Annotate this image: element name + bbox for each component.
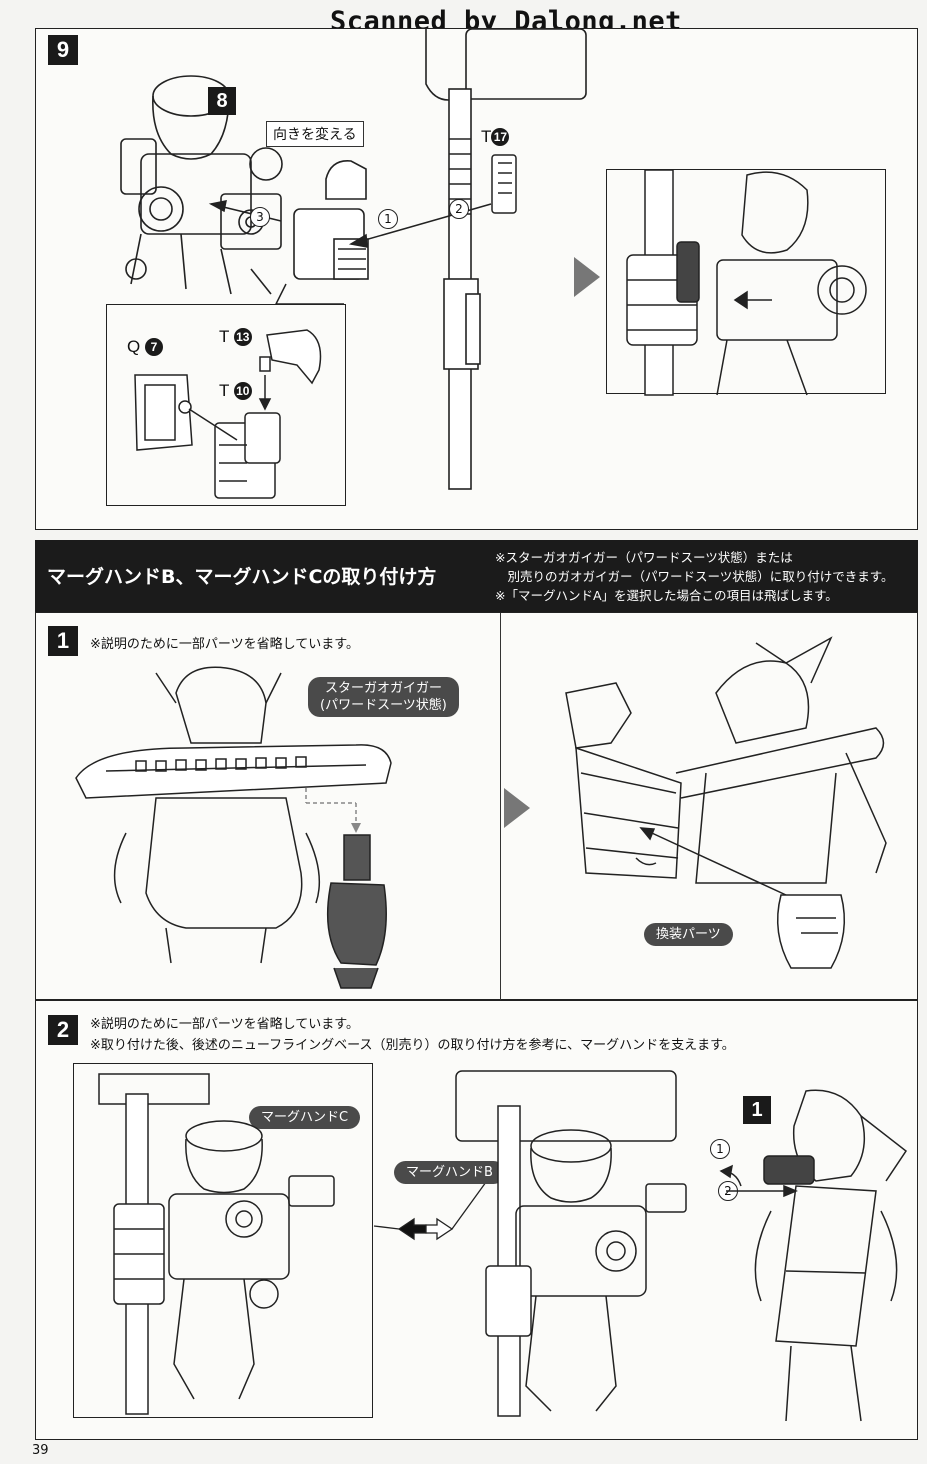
step2-label-b: マーグハンドB	[394, 1161, 505, 1184]
page-number: 39	[32, 1443, 49, 1458]
step1-right-illustration	[565, 636, 887, 969]
part-t10-label: T 10	[219, 381, 252, 401]
step1-left-illustration	[75, 666, 392, 989]
step2-note-2: ※取り付けた後、後述のニューフライングベース（別売り）の取り付け方を参考に、マー…	[90, 1038, 735, 1053]
step2-ref-number: 1	[743, 1096, 771, 1124]
step2-order-1: 1	[710, 1139, 730, 1159]
part-t13-label: T 13	[219, 327, 252, 347]
part-t17-number: 17	[491, 128, 510, 146]
part-t13-letter: T	[219, 327, 230, 346]
step1-number: 1	[48, 626, 78, 656]
section-note-2: 別売りのガオガイガー（パワードスーツ状態）に取り付けできます。	[495, 569, 894, 584]
step9-panel: 9 8 向きを変える	[35, 28, 918, 530]
part-q7-label: Q 7	[127, 337, 163, 357]
step9-number: 9	[48, 35, 78, 65]
section-note-3: ※「マーグハンドA」を選択した場合この項目は飛ばします。	[495, 588, 838, 603]
step1-panel: 1 ※説明のために一部パーツを省略しています。 スターガオガイガー (パワードス…	[35, 612, 918, 1001]
step1-divider	[500, 613, 501, 1001]
step9-sub-number: 8	[208, 87, 236, 115]
order-1: 1	[378, 209, 398, 229]
step9-result-arrow	[574, 257, 600, 297]
section-title: マーグハンドB、マーグハンドCの取り付け方	[47, 566, 437, 588]
step2-middle-illustration	[455, 1070, 687, 1417]
step2-right-illustration	[719, 1089, 908, 1422]
section-note-1: ※スターガオガイガー（パワードスーツ状態）または	[495, 550, 793, 565]
part-t17-illustration	[491, 154, 517, 214]
step1-label-star: スターガオガイガー (パワードスーツ状態)	[308, 677, 459, 717]
part-t13-number: 13	[233, 328, 252, 346]
step1-label-star-line2: (パワードスーツ状態)	[320, 698, 447, 713]
step2-panel: 2 ※説明のために一部パーツを省略しています。 ※取り付けた後、後述のニューフラ…	[35, 1000, 918, 1440]
step1-result-arrow	[504, 788, 530, 828]
step9-result-illustration	[626, 169, 867, 396]
step2-number: 2	[48, 1015, 78, 1045]
order-3: 3	[250, 207, 270, 227]
step2-label-c: マーグハンドC	[249, 1106, 361, 1129]
section-header: マーグハンドB、マーグハンドCの取り付け方 ※スターガオガイガー（パワードスーツ…	[35, 540, 918, 612]
pole-illustration	[425, 28, 587, 490]
step2-left-illustration	[98, 1073, 335, 1415]
step1-label-swap: 換装パーツ	[644, 923, 733, 946]
order-2: 2	[449, 199, 469, 219]
part-t10-number: 10	[233, 382, 252, 400]
part-t10-letter: T	[219, 381, 230, 400]
connector-part-illustration	[293, 160, 369, 280]
inset-parts-illustration	[134, 329, 322, 499]
step9-callout: 向きを変える	[266, 121, 364, 147]
step2-left-inset: マーグハンドC	[73, 1063, 373, 1418]
part-q7-letter: Q	[127, 337, 141, 356]
step9-figure-illustration	[120, 75, 283, 295]
step9-result-frame	[606, 169, 886, 396]
step2-note-1: ※説明のために一部パーツを省略しています。	[90, 1017, 359, 1032]
part-q7-number: 7	[144, 338, 163, 356]
part-t17-letter: T	[481, 127, 492, 146]
step1-label-star-line1: スターガオガイガー	[324, 681, 442, 696]
step1-note: ※説明のために一部パーツを省略しています。	[90, 637, 359, 652]
step9-detail-inset: Q 7 T 13 T 10	[106, 304, 346, 506]
section-notes: ※スターガオガイガー（パワードスーツ状態）または 別売りのガオガイガー（パワード…	[495, 548, 894, 605]
